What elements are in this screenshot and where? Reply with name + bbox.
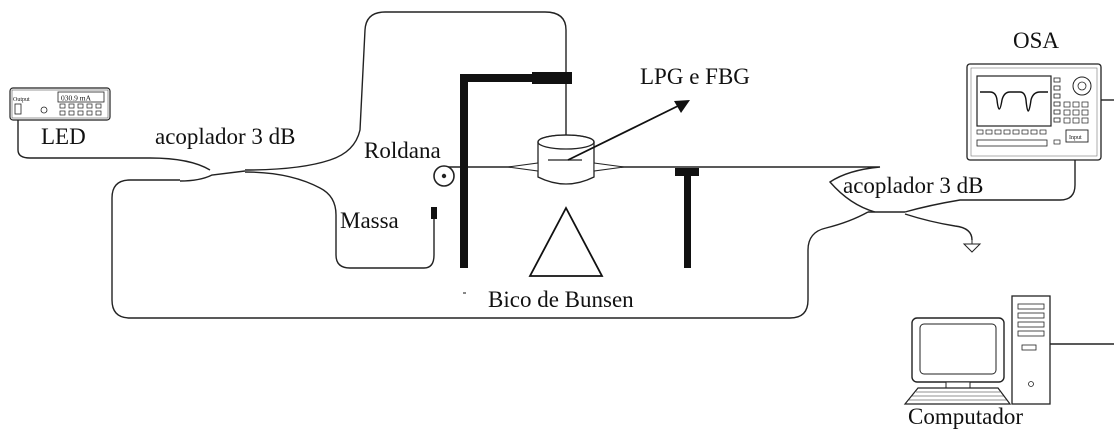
- osa-input-label: Input: [1069, 135, 1082, 141]
- osa-input-port: [1065, 129, 1089, 143]
- support-post-left: [460, 74, 468, 268]
- led-display-value: 030.9 mA: [61, 94, 92, 103]
- mass-weight: [431, 207, 437, 219]
- led-display: [57, 91, 105, 103]
- osa-screen: [976, 75, 1052, 127]
- fiber-led-to-coupler: [17, 118, 211, 171]
- led-knob-icon: [40, 106, 48, 114]
- led-keypad: [59, 103, 102, 116]
- bunsen-burner: [528, 206, 604, 277]
- osa-device: Input: [966, 63, 1102, 161]
- label-bunsen: Bico de Bunsen: [488, 287, 634, 312]
- fiber-big-loop: [111, 179, 869, 319]
- label-roldana: Roldana: [364, 138, 441, 163]
- ground-icon: [962, 240, 982, 253]
- label-osa: OSA: [1013, 28, 1059, 53]
- sensor-chamber: [537, 134, 595, 185]
- label-lpg-fbg: LPG e FBG: [640, 64, 750, 89]
- support-clamp: [532, 72, 572, 84]
- support-post-right-cap: [675, 168, 699, 176]
- fiber-right-coupler-to-osa: [904, 138, 1076, 213]
- label-computador: Computador: [908, 404, 1023, 429]
- fiber-main-line: [446, 166, 881, 213]
- label-coupler-right: acoplador 3 dB: [843, 173, 984, 198]
- support-post-right: [684, 172, 691, 268]
- fiber-left-coupler-body: [179, 170, 246, 182]
- osa-knob-icon: [1072, 76, 1092, 96]
- label-massa: Massa: [340, 208, 399, 233]
- grating-taper-right: [593, 162, 625, 172]
- computer-icon: [903, 295, 1051, 405]
- led-output-label: Output: [13, 97, 30, 103]
- fiber-coupler-top-loop: [244, 11, 567, 171]
- osa-spectrum-trace: [980, 91, 1048, 112]
- pointer-arrow: [567, 100, 690, 161]
- fiber-coupler-to-pulley: [244, 171, 435, 269]
- led-source: 030.9 mA Output: [9, 87, 111, 121]
- grating-taper-left: [507, 162, 539, 172]
- fiber-network: [17, 11, 1076, 319]
- support-arm-top: [460, 74, 572, 82]
- pulley-icon: [433, 165, 455, 187]
- support-structure: [460, 72, 699, 294]
- label-coupler-left: acoplador 3 dB: [155, 124, 296, 149]
- label-led: LED: [41, 124, 86, 149]
- fiber-right-coupler-to-ground: [904, 213, 973, 241]
